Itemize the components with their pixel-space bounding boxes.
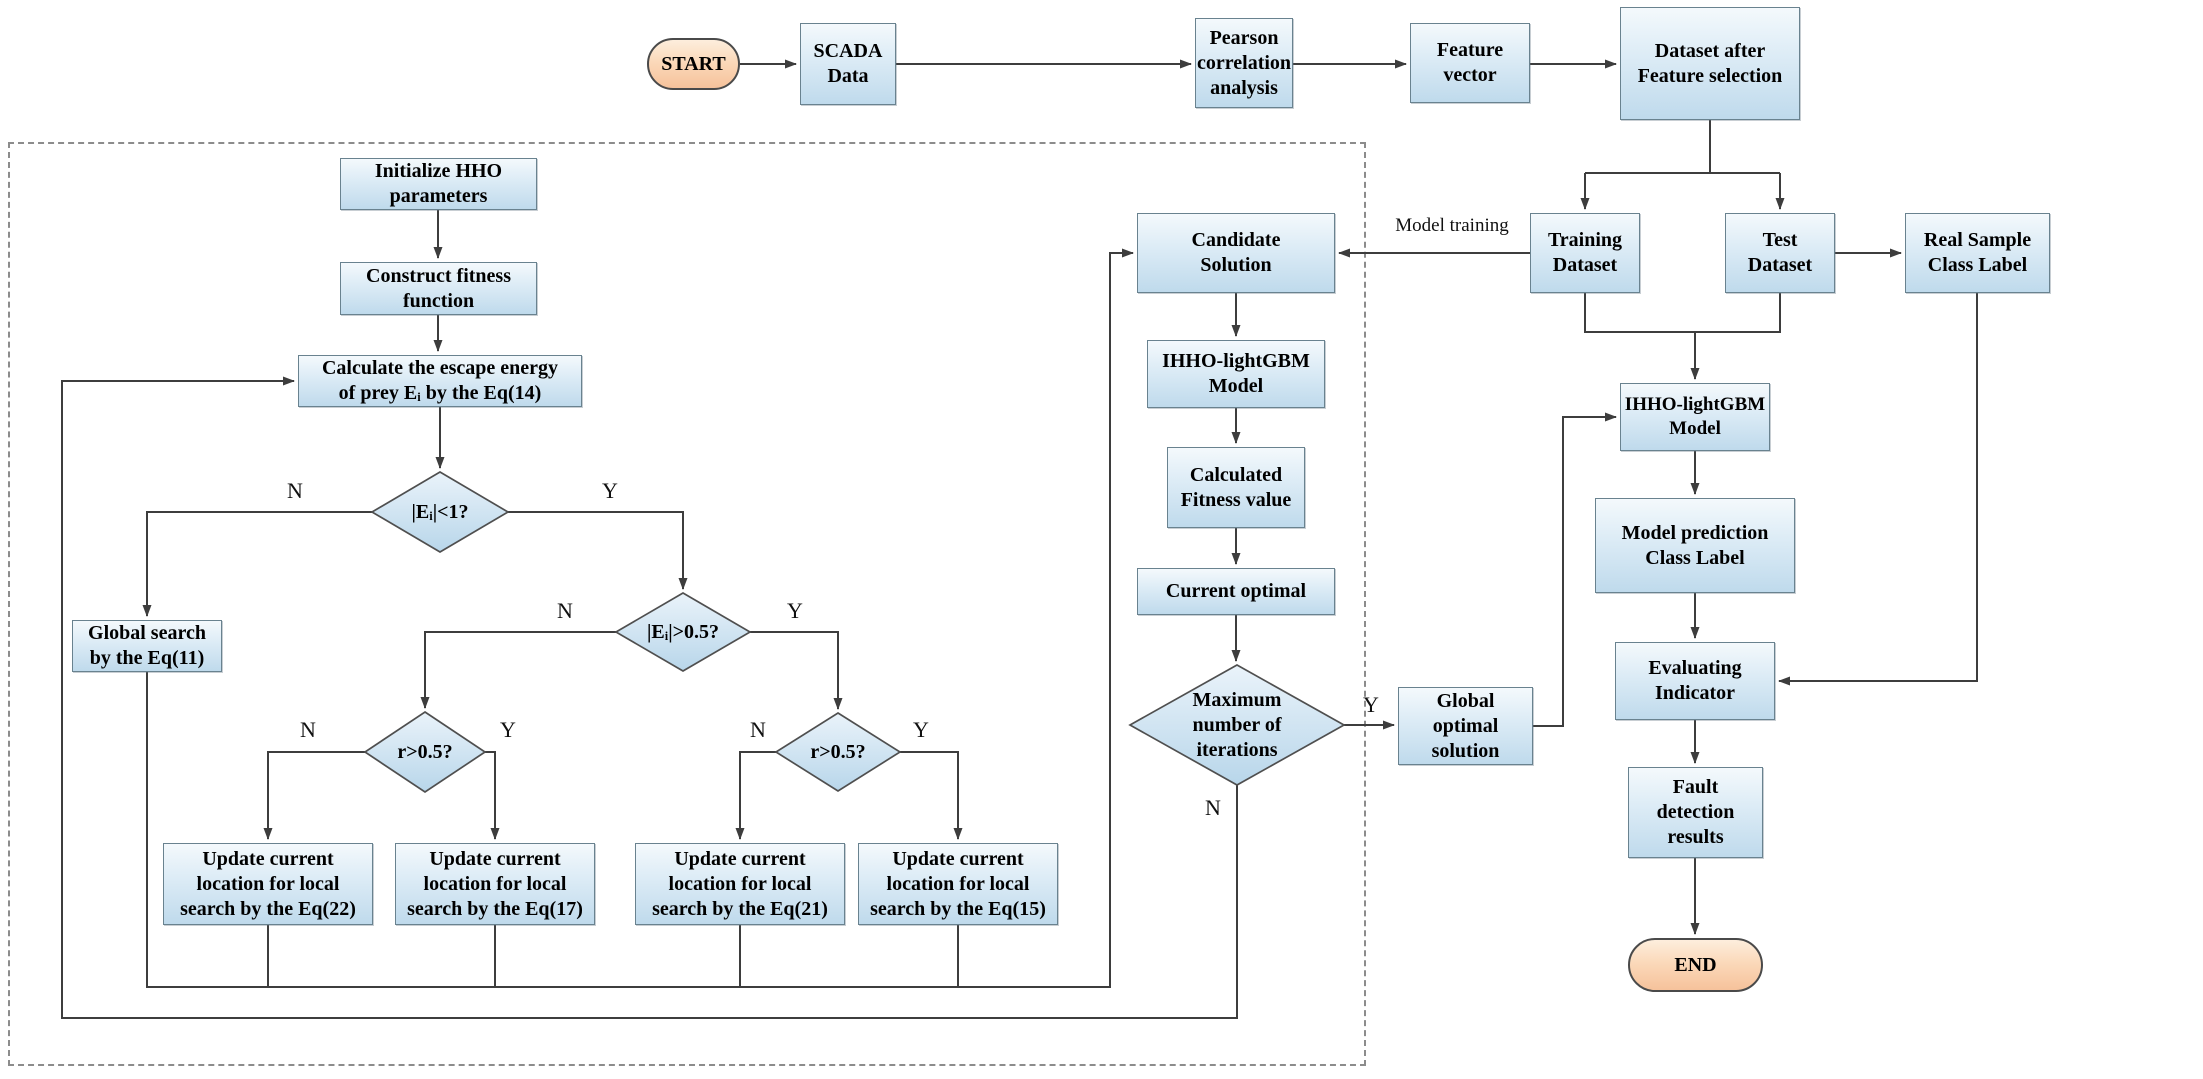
- decision-r2: r>0.5?: [776, 713, 900, 791]
- end-terminal: END: [1628, 938, 1763, 992]
- fault-results-label: Fault detection results: [1656, 776, 1735, 848]
- edge-dataset-split: [1585, 120, 1780, 174]
- diamond-e-gt-05: [614, 592, 752, 672]
- r1-label: r>0.5?: [397, 740, 453, 763]
- real-sample-label: Real Sample Class Label: [1923, 229, 2032, 276]
- global-search-label: Global search by the Eq(11): [88, 622, 206, 669]
- branch-yes-max-iter: Y: [1363, 692, 1379, 717]
- node-update-eq17: Update current location for local search…: [395, 843, 595, 925]
- node-current-optimal: Current optimal: [1137, 568, 1335, 615]
- construct-fitness-label: Construct fitness function: [366, 264, 511, 312]
- node-global-search: Global search by the Eq(11): [72, 620, 222, 672]
- initialize-hho-label: Initialize HHO parameters: [374, 160, 503, 207]
- e-lt-1-label: |Eᵢ|<1?: [411, 500, 469, 523]
- update-eq21-label: Update current location for local search…: [652, 847, 828, 920]
- candidate-solution-label: Candidate Solution: [1191, 229, 1281, 276]
- node-feature-vector: Feature vector: [1410, 23, 1530, 103]
- edge-elt1-no-globalsearch: [142, 511, 372, 617]
- ihho-algorithm-dashed-frame: [8, 142, 1366, 1066]
- update-eq17-label: Update current location for local search…: [407, 847, 583, 920]
- start-terminal: START: [647, 38, 740, 90]
- dataset-after-label: Dataset after Feature selection: [1637, 39, 1783, 87]
- ihho-model-right-label: IHHO-lightGBM Model: [1624, 394, 1766, 439]
- node-test-dataset: Test Dataset: [1725, 213, 1835, 293]
- decision-e-gt-05: |Eᵢ|>0.5?: [616, 593, 750, 671]
- training-dataset-label: Training Dataset: [1547, 229, 1623, 276]
- node-evaluating-indicator: Evaluating Indicator: [1615, 642, 1775, 720]
- node-fault-results: Fault detection results: [1628, 767, 1763, 858]
- node-calc-escape-energy: Calculate the escape energy of prey Eᵢ b…: [298, 355, 582, 407]
- edge-egt05-no-r1: [420, 631, 616, 709]
- node-global-optimal: Global optimal solution: [1398, 687, 1533, 765]
- diamond-max-iterations: [1128, 664, 1346, 786]
- node-model-prediction: Model prediction Class Label: [1595, 498, 1795, 593]
- edge-r2-no-eq21: [735, 751, 776, 840]
- diamond-r1: [363, 710, 487, 794]
- diamond-r2: [774, 711, 902, 793]
- edge-globaloptimal-ihho: [1533, 412, 1617, 727]
- branch-yes-r1: Y: [500, 717, 516, 742]
- start-label: START: [661, 52, 726, 75]
- feature-vector-label: Feature vector: [1436, 39, 1504, 86]
- diamond-e-lt-1: [370, 471, 510, 553]
- r2-label: r>0.5?: [810, 740, 866, 763]
- ihho-model-mid-label: IHHO-lightGBM Model: [1162, 350, 1310, 397]
- node-update-eq15: Update current location for local search…: [858, 843, 1058, 925]
- edge-r1-yes-eq17: [485, 751, 500, 840]
- evaluating-indicator-label: Evaluating Indicator: [1648, 657, 1742, 704]
- update-eq15-label: Update current location for local search…: [870, 847, 1046, 920]
- edge-elt1-yes-egt05: [508, 511, 688, 590]
- edge-r2-yes-eq15: [900, 751, 963, 840]
- global-optimal-label: Global optimal solution: [1431, 689, 1500, 762]
- pearson-label: Pearson correlation analysis: [1196, 26, 1292, 99]
- decision-r1: r>0.5?: [365, 712, 485, 792]
- calculated-fitness-label: Calculated Fitness value: [1180, 463, 1292, 511]
- node-update-eq21: Update current location for local search…: [635, 843, 845, 925]
- model-prediction-label: Model prediction Class Label: [1621, 521, 1769, 569]
- node-pearson-correlation: Pearson correlation analysis: [1195, 18, 1293, 108]
- edge-collector-candidate-loop: [146, 248, 1134, 988]
- node-scada-data: SCADA Data: [800, 23, 896, 105]
- branch-yes-e-gt-05: Y: [787, 598, 803, 623]
- max-iterations-label: Maximum number of iterations: [1192, 688, 1282, 761]
- branch-no-e-lt-1: N: [287, 478, 303, 503]
- branch-no-r2: N: [750, 717, 766, 742]
- node-training-dataset: Training Dataset: [1530, 213, 1640, 293]
- branch-no-e-gt-05: N: [557, 598, 573, 623]
- calc-escape-label: Calculate the escape energy of prey Eᵢ b…: [321, 357, 559, 404]
- node-candidate-solution: Candidate Solution: [1137, 213, 1335, 293]
- node-ihho-model-mid: IHHO-lightGBM Model: [1147, 340, 1325, 408]
- node-calculated-fitness: Calculated Fitness value: [1167, 447, 1305, 528]
- model-training-note: Model training: [1395, 215, 1509, 236]
- branch-no-max-iter: N: [1205, 795, 1221, 820]
- node-construct-fitness: Construct fitness function: [340, 262, 537, 315]
- branch-no-r1: N: [300, 717, 316, 742]
- node-ihho-model-right: IHHO-lightGBM Model: [1620, 383, 1770, 451]
- node-real-sample-label: Real Sample Class Label: [1905, 213, 2050, 293]
- scada-label: SCADA Data: [813, 40, 883, 87]
- decision-e-lt-1: |Eᵢ|<1?: [372, 472, 508, 552]
- end-label: END: [1674, 953, 1717, 976]
- node-update-eq22: Update current location for local search…: [163, 843, 373, 925]
- decision-max-iterations: Maximum number of iterations: [1140, 665, 1334, 785]
- edge-update-drops: [267, 925, 959, 988]
- edge-egt05-yes-r2: [750, 631, 843, 710]
- e-gt-05-label: |Eᵢ|>0.5?: [646, 620, 720, 643]
- node-dataset-after-selection: Dataset after Feature selection: [1620, 7, 1800, 120]
- edge-realsample-evaluating: [1778, 293, 1978, 686]
- current-optimal-label: Current optimal: [1165, 580, 1307, 602]
- edge-maxiter-no-loop: [61, 376, 1238, 1019]
- update-eq22-label: Update current location for local search…: [180, 847, 356, 920]
- branch-yes-r2: Y: [913, 717, 929, 742]
- node-initialize-hho: Initialize HHO parameters: [340, 158, 537, 210]
- branch-yes-e-lt-1: Y: [602, 478, 618, 503]
- test-dataset-label: Test Dataset: [1747, 229, 1813, 276]
- edge-r1-no-eq22: [263, 751, 365, 840]
- edge-train-test-merge: [1584, 293, 1781, 333]
